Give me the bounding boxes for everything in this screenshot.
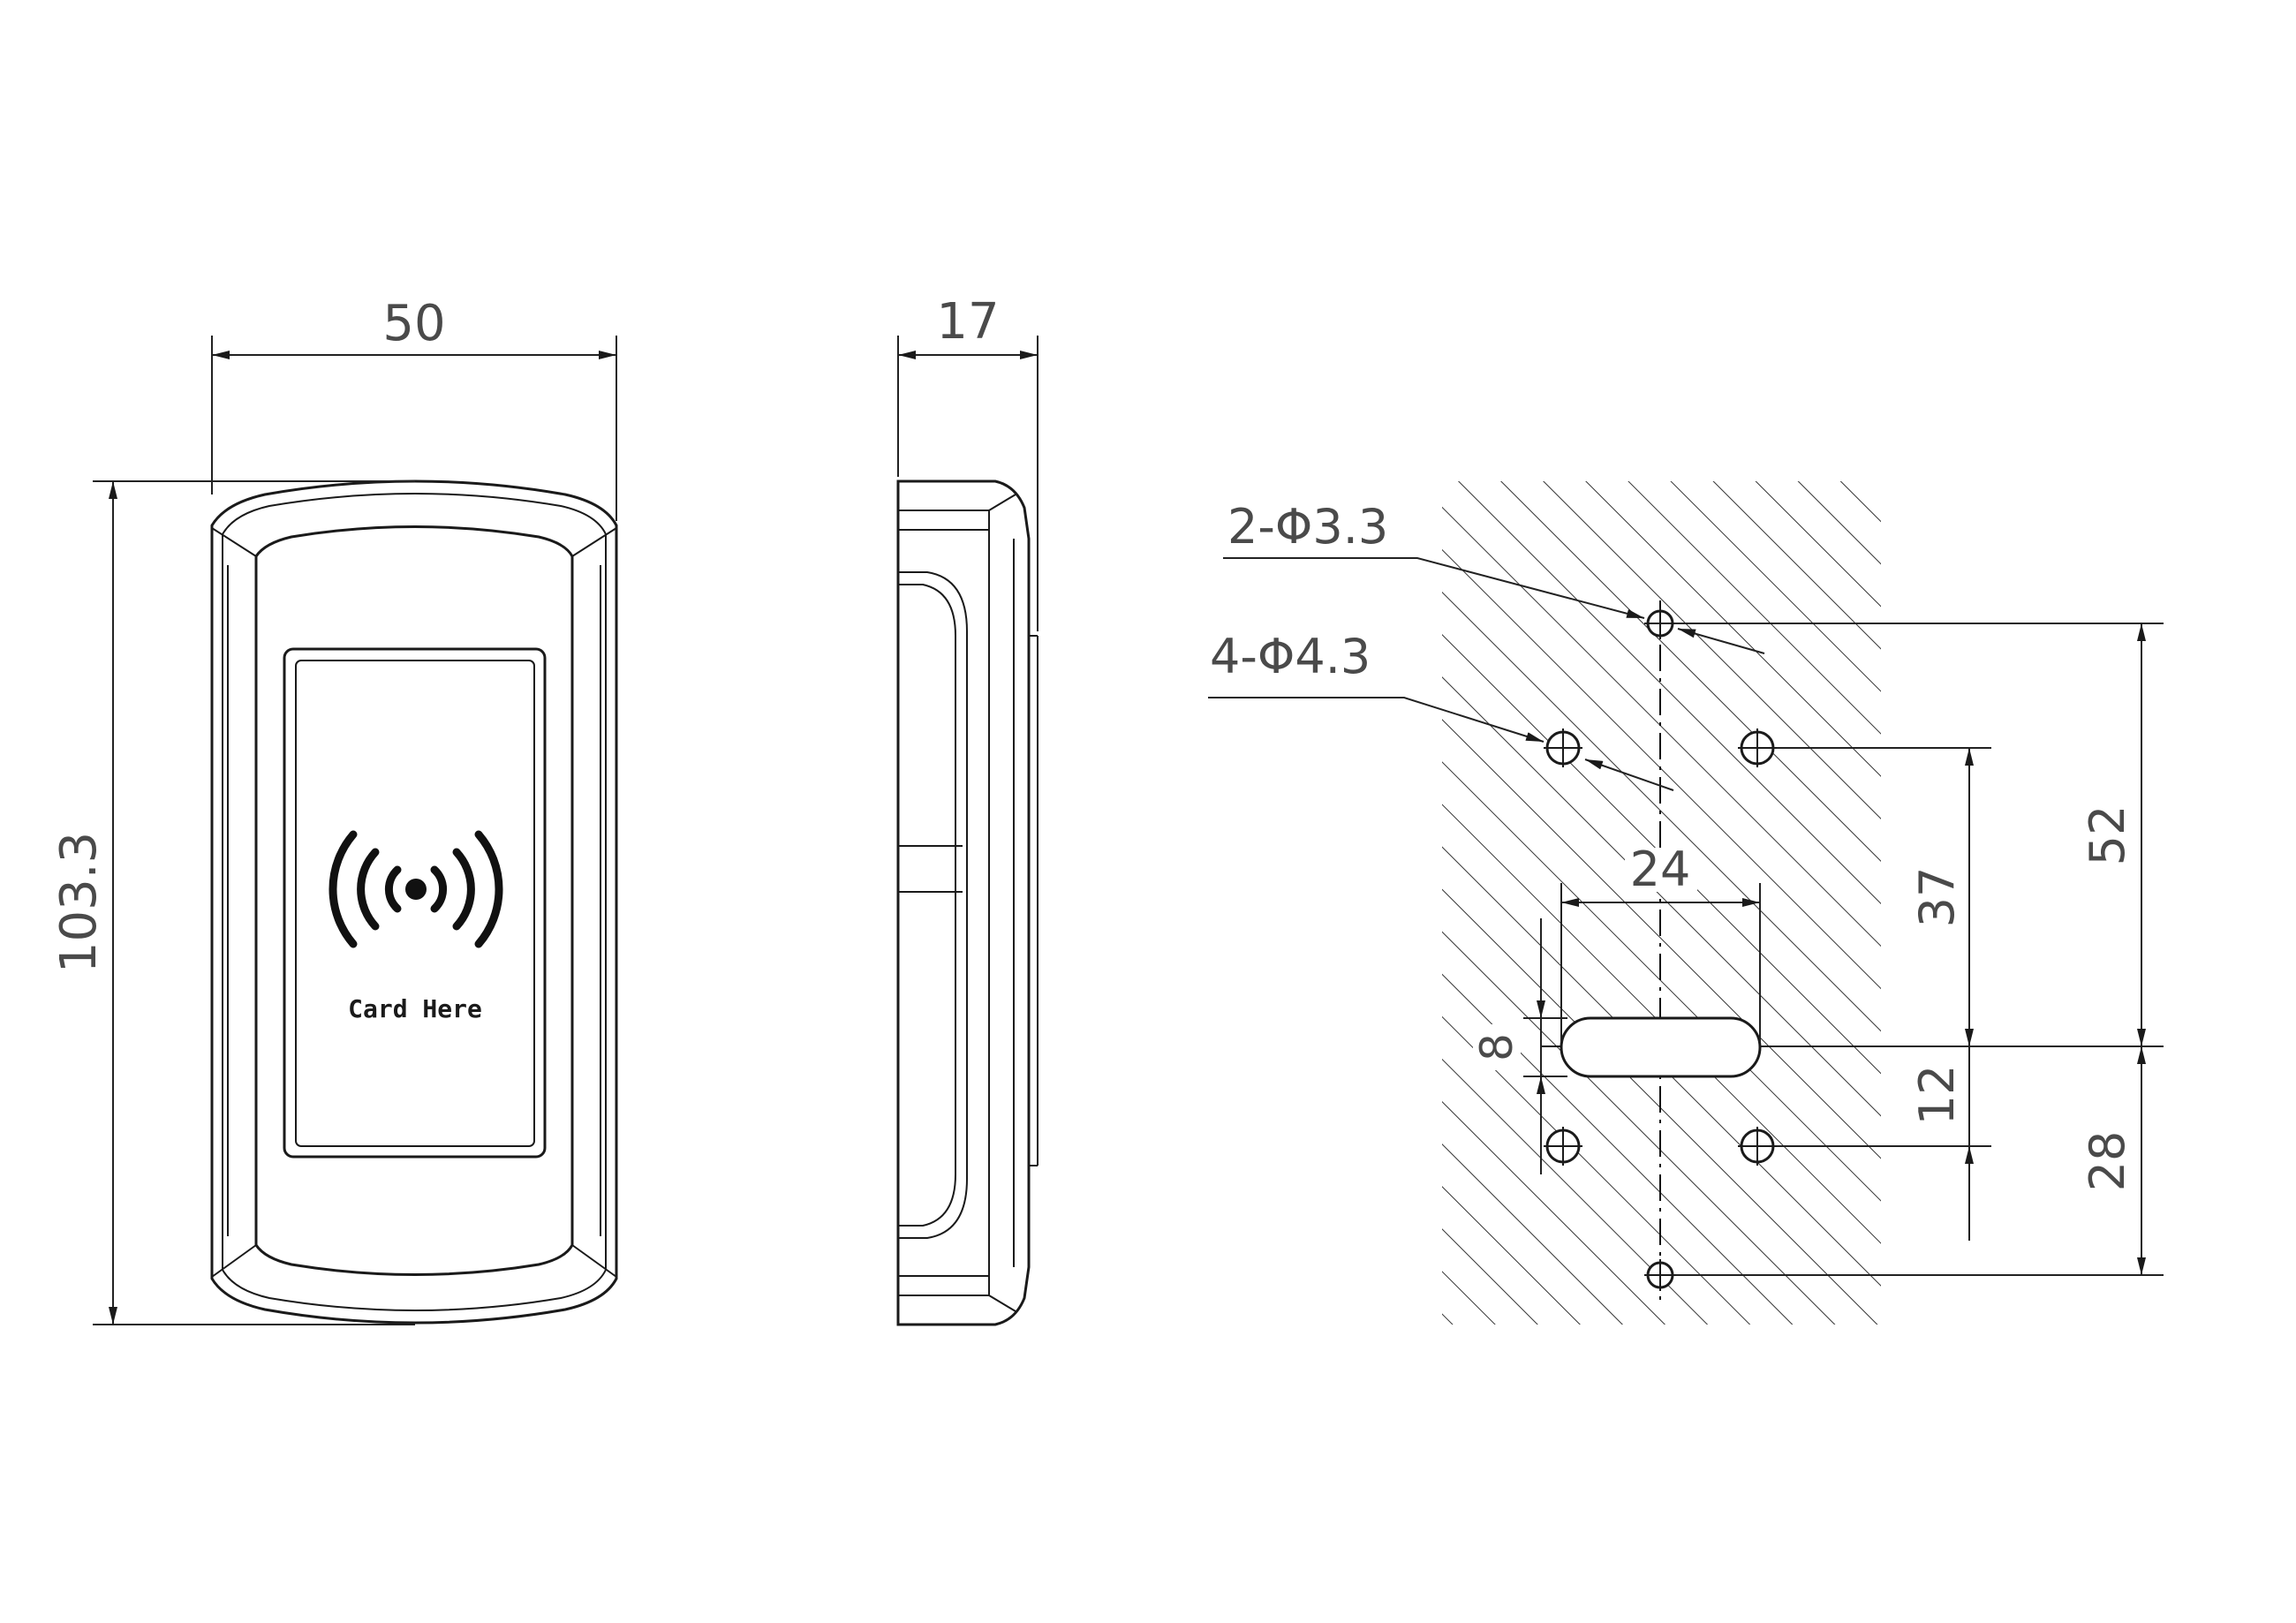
small-holes-label: 2-Φ3.3 bbox=[1227, 499, 1388, 555]
small-holes-label-bg bbox=[1223, 499, 1416, 554]
cable-slot bbox=[1560, 1016, 1762, 1078]
front-view: Card Here 50 103.3 bbox=[50, 295, 618, 1325]
slot-width-label: 24 bbox=[1630, 842, 1691, 897]
mounting-template: 2-Φ3.3 4-Φ4.3 24 8 37 12 bbox=[1205, 481, 2164, 1325]
bevel-line-tr bbox=[571, 527, 617, 557]
side-outline bbox=[896, 479, 1031, 1326]
bevel-line-tl bbox=[211, 527, 257, 557]
small-holes-leader bbox=[1223, 557, 1645, 619]
rfid-contactless-icon bbox=[329, 830, 503, 948]
slot-width-label-bg bbox=[1625, 848, 1697, 892]
front-bevel-outline bbox=[222, 493, 607, 1311]
large-hole-bottom-right bbox=[1738, 1127, 1777, 1166]
large-holes-leader bbox=[1208, 697, 1545, 743]
depth-dim-label: 17 bbox=[936, 293, 999, 351]
large-hole-top-right bbox=[1738, 728, 1777, 767]
front-inner-face bbox=[254, 525, 574, 1276]
dim-52-label: 52 bbox=[2080, 805, 2135, 866]
dim-37-label: 37 bbox=[1909, 867, 1965, 928]
side-view: 17 bbox=[896, 293, 1038, 1326]
large-hole-bottom-left bbox=[1544, 1127, 1582, 1166]
slot-height-label-bg bbox=[1473, 1024, 1521, 1070]
front-outer-outline bbox=[210, 479, 618, 1325]
slot-height-label: 8 bbox=[1471, 1033, 1522, 1061]
bevel-line-br bbox=[571, 1244, 617, 1278]
large-holes-label: 4-Φ4.3 bbox=[1210, 629, 1371, 684]
reader-window-outer bbox=[283, 647, 547, 1159]
small-hole-bottom bbox=[1644, 1259, 1676, 1291]
side-back-pocket bbox=[898, 571, 968, 1239]
dim-12-label: 12 bbox=[1909, 1065, 1965, 1126]
large-hole-top-left bbox=[1544, 728, 1582, 767]
side-back-pocket-inner bbox=[898, 584, 956, 1227]
dim-28-label: 28 bbox=[2080, 1131, 2135, 1192]
side-top-bevel bbox=[988, 494, 1016, 511]
reader-window-inner bbox=[295, 660, 535, 1147]
height-dim-label: 103.3 bbox=[50, 832, 108, 973]
large-holes-label-bg bbox=[1205, 629, 1407, 683]
side-bot-bevel bbox=[988, 1295, 1016, 1312]
card-here-label: Card Here bbox=[348, 994, 482, 1023]
large-holes-leader-return bbox=[1584, 759, 1674, 791]
small-holes-leader-return bbox=[1677, 628, 1765, 654]
small-hole-top bbox=[1644, 608, 1676, 639]
bevel-line-bl bbox=[211, 1244, 257, 1278]
width-dim-label: 50 bbox=[382, 295, 445, 352]
